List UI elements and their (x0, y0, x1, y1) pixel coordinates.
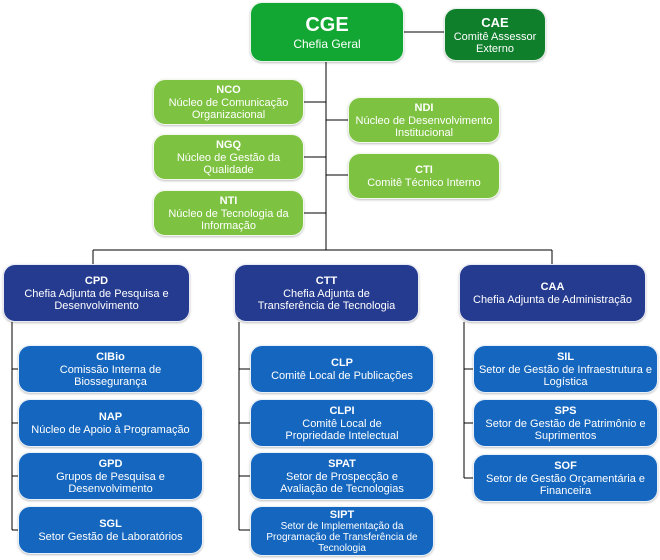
node-title: Setor Gestão de Laboratórios (38, 530, 183, 543)
node-ctt[interactable]: CTT Chefia Adjunta de Transferência de T… (234, 264, 419, 322)
node-title: Setor de Gestão de Patrimônio e Suprimen… (485, 417, 646, 442)
node-cti[interactable]: CTI Comitê Técnico Interno (348, 153, 500, 199)
node-code: CAE (481, 14, 509, 30)
node-code: CAA (540, 280, 565, 293)
node-title: Chefia Adjunta de Pesquisa e Desenvolvim… (24, 287, 169, 312)
node-title: Setor de Prospecção e Avaliação de Tecno… (280, 470, 404, 495)
node-nti[interactable]: NTI Núcleo de Tecnologia da Informação (153, 190, 304, 236)
node-code: NDI (414, 101, 434, 114)
node-title: Núcleo de Apoio à Programação (31, 423, 190, 436)
node-code: NAP (98, 410, 123, 423)
node-title: Grupos de Pesquisa e Desenvolvimento (56, 470, 165, 495)
node-title: Comitê Local de Propriedade Intelectual (285, 417, 399, 442)
node-nap[interactable]: NAP Núcleo de Apoio à Programação (18, 399, 203, 447)
node-title: Núcleo de Tecnologia da Informação (168, 207, 289, 232)
node-spat[interactable]: SPAT Setor de Prospecção e Avaliação de … (250, 452, 434, 500)
node-ngq[interactable]: NGQ Núcleo de Gestão da Qualidade (153, 134, 304, 180)
node-sof[interactable]: SOF Setor de Gestão Orçamentária e Finan… (473, 454, 658, 502)
node-code: NGQ (215, 138, 242, 151)
node-code: CLPI (329, 404, 355, 417)
node-code: CPD (84, 274, 109, 287)
node-code: SPS (554, 404, 577, 417)
node-title: Setor de Gestão de Infraestrutura e Logí… (478, 363, 653, 388)
node-clpi[interactable]: CLPI Comitê Local de Propriedade Intelec… (250, 399, 434, 447)
node-cpd[interactable]: CPD Chefia Adjunta de Pesquisa e Desenvo… (3, 264, 190, 322)
node-sps[interactable]: SPS Setor de Gestão de Patrimônio e Supr… (473, 399, 658, 447)
node-code: CLP (331, 356, 353, 369)
node-title: Núcleo de Gestão da Qualidade (176, 151, 281, 176)
node-sipt[interactable]: SIPT Setor de Implementação da Programaç… (250, 506, 434, 556)
node-code: NCO (216, 83, 241, 96)
node-title: Núcleo de Comunicação Organizacional (168, 96, 289, 121)
node-code: CGE (305, 13, 349, 36)
node-sil[interactable]: SIL Setor de Gestão de Infraestrutura e … (473, 345, 658, 393)
node-title: Setor de Gestão Orçamentária e Financeir… (486, 472, 645, 497)
node-code: NTI (219, 194, 238, 207)
node-sgl[interactable]: SGL Setor Gestão de Laboratórios (18, 506, 203, 554)
node-code: CTI (415, 163, 433, 176)
node-title: Comitê Assessor Externo (453, 30, 537, 55)
node-title: Comitê Técnico Interno (367, 176, 481, 189)
node-title: Chefia Adjunta de Administração (473, 293, 632, 306)
node-code: SIL (556, 350, 575, 363)
node-title: Núcleo de Desenvolvimento Institucional (355, 114, 493, 139)
node-clp[interactable]: CLP Comitê Local de Publicações (250, 345, 434, 393)
node-title: Comissão Interna de Biossegurança (59, 363, 162, 388)
node-caa[interactable]: CAA Chefia Adjunta de Administração (459, 264, 646, 322)
node-code: SGL (99, 517, 122, 530)
node-code: SIPT (329, 508, 355, 521)
node-gpd[interactable]: GPD Grupos de Pesquisa e Desenvolvimento (18, 452, 203, 500)
node-code: CIBio (96, 350, 125, 363)
node-cae[interactable]: CAE Comitê Assessor Externo (444, 8, 546, 61)
node-nco[interactable]: NCO Núcleo de Comunicação Organizacional (153, 79, 304, 125)
node-code: SOF (554, 459, 577, 472)
node-cibio[interactable]: CIBio Comissão Interna de Biossegurança (18, 345, 203, 393)
node-title: Comitê Local de Publicações (271, 369, 413, 382)
node-ndi[interactable]: NDI Núcleo de Desenvolvimento Institucio… (348, 97, 500, 143)
node-title: Chefia Adjunta de Transferência de Tecno… (257, 287, 396, 312)
node-title: Chefia Geral (293, 36, 361, 51)
node-code: SPAT (328, 457, 356, 470)
node-code: GPD (98, 457, 123, 470)
node-cge[interactable]: CGE Chefia Geral (250, 2, 404, 62)
node-title: Setor de Implementação da Programação de… (266, 520, 418, 554)
node-code: CTT (315, 274, 338, 287)
